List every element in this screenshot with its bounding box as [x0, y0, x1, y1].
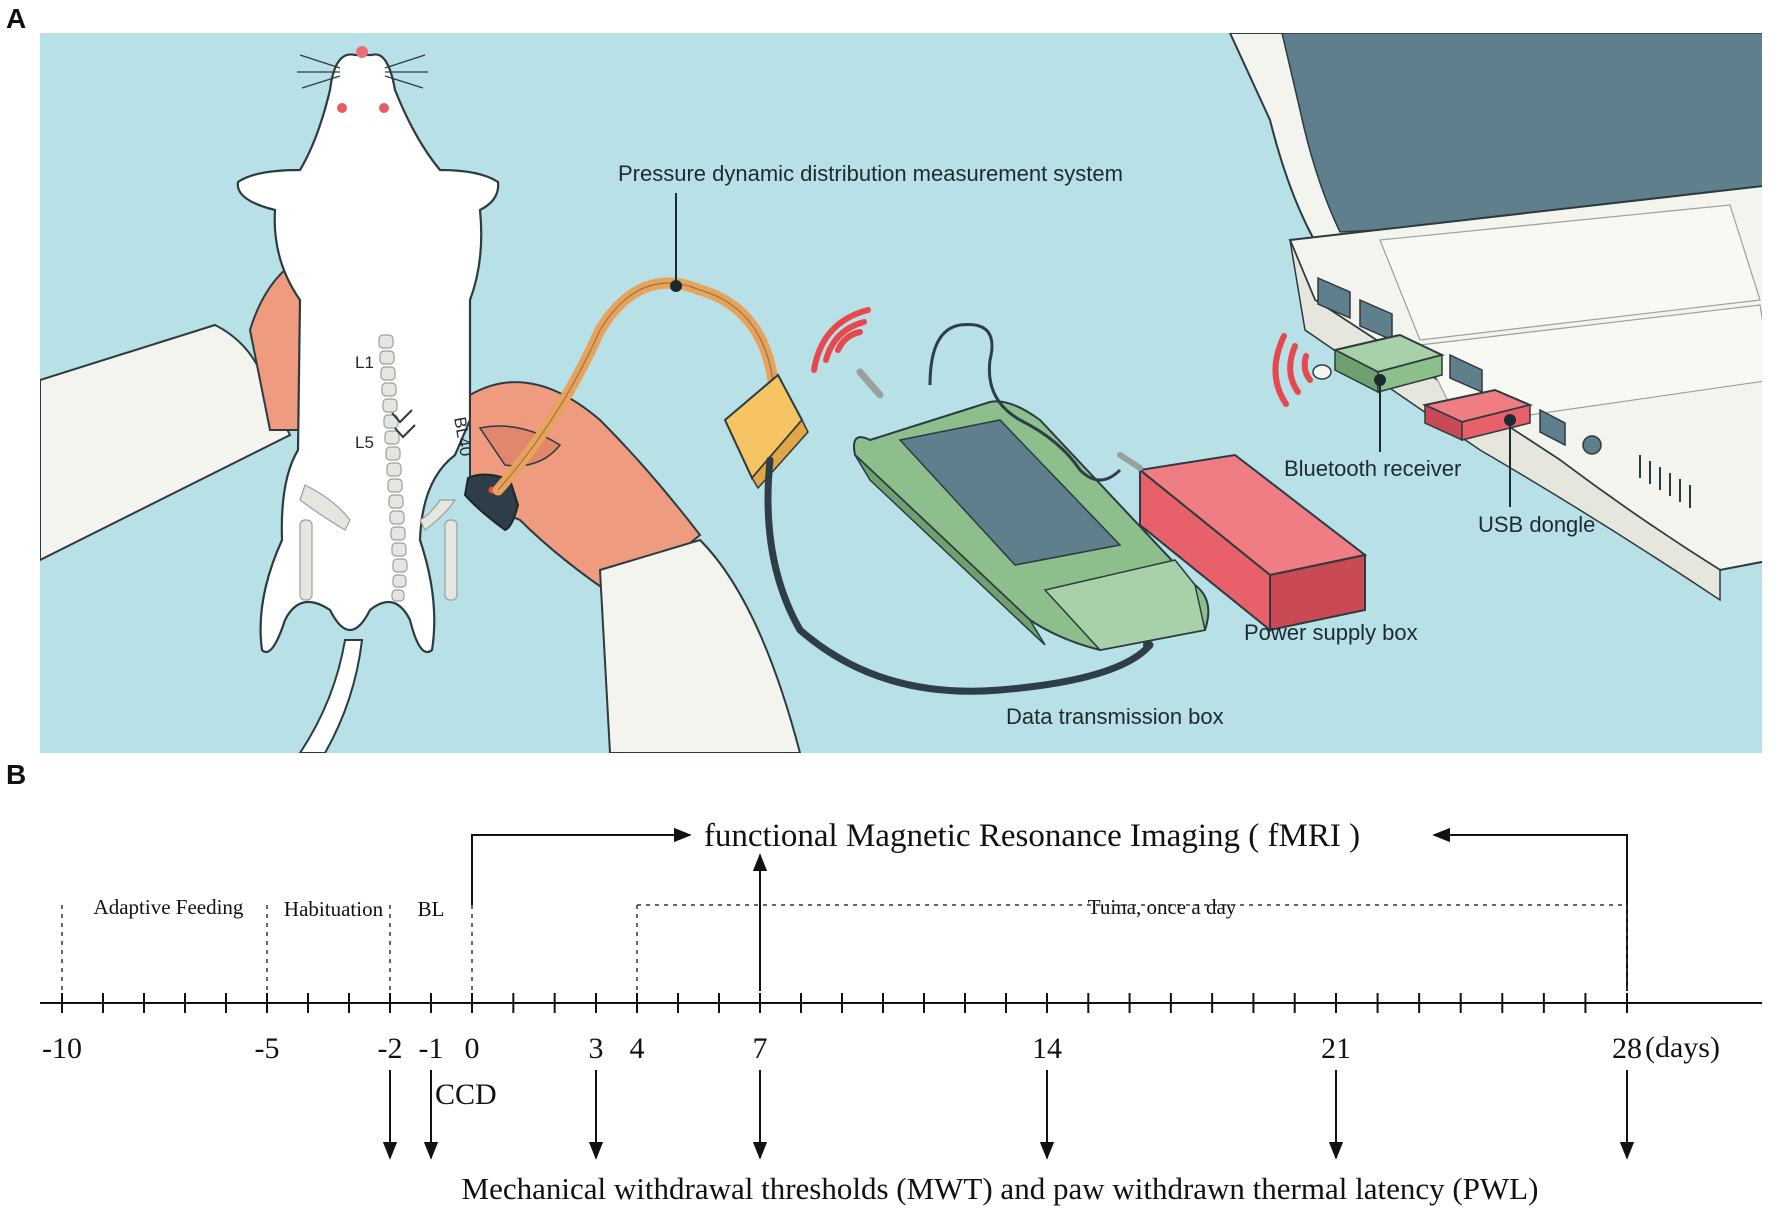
tick-label-neg5: -5	[255, 1032, 280, 1065]
power-supply-device	[1117, 452, 1368, 633]
axis-unit-label: (days)	[1645, 1031, 1720, 1064]
data-transmission-device	[853, 322, 1210, 652]
label-l1: L1	[355, 353, 374, 372]
laptop-ports	[1317, 276, 1566, 447]
laptop	[1228, 33, 1762, 602]
laptop-vent	[1639, 455, 1691, 508]
data-cable	[764, 456, 1154, 695]
label-usb-dongle: USB dongle	[1478, 512, 1595, 537]
phase-adaptive-feeding: Adaptive Feeding	[94, 895, 244, 919]
tick-label-21: 21	[1321, 1032, 1351, 1065]
panel-b-letter: B	[6, 759, 26, 790]
rat-nose	[356, 46, 368, 58]
ccd-label: CCD	[435, 1078, 497, 1111]
tick-label-28: 28	[1612, 1032, 1642, 1065]
tick-label-neg10: -10	[42, 1032, 82, 1065]
label-data-transmission-box: Data transmission box	[1006, 704, 1224, 729]
label-bluetooth-receiver: Bluetooth receiver	[1284, 456, 1461, 481]
rat-eye-left	[337, 103, 347, 113]
tick-label-14: 14	[1032, 1032, 1062, 1065]
rat-spine	[378, 334, 408, 602]
tick-label-0: 0	[465, 1032, 480, 1065]
usb-dongle	[1421, 388, 1534, 442]
rat-pelvis	[299, 484, 458, 601]
signal-waves-receiver	[1272, 333, 1313, 407]
timeline-ticks	[61, 993, 1628, 1013]
label-l5: L5	[355, 433, 374, 452]
tick-label-neg2: -2	[378, 1032, 403, 1065]
rat	[236, 46, 500, 753]
behavior-tests-label: Mechanical withdrawal thresholds (MWT) a…	[462, 1171, 1539, 1206]
bluetooth-receiver	[1312, 333, 1445, 394]
rat-eye-right	[379, 103, 389, 113]
rat-whiskers	[297, 54, 428, 89]
panel-a-letter: A	[6, 3, 26, 34]
label-power-supply-box: Power supply box	[1244, 620, 1418, 645]
tick-label-4: 4	[630, 1032, 645, 1065]
phase-boundary-lines	[61, 904, 1628, 991]
fmri-bracket	[471, 827, 1628, 991]
phase-habituation: Habituation	[284, 897, 384, 921]
phase-tuina: Tuina, once a day	[1088, 895, 1237, 919]
behavior-test-arrows	[382, 1070, 1635, 1160]
tick-label-neg1: -1	[419, 1032, 444, 1065]
right-sleeve	[598, 538, 802, 753]
signal-waves-device	[811, 307, 871, 373]
callout-leaders	[670, 193, 1516, 507]
tick-label-3: 3	[589, 1032, 604, 1065]
tick-label-7: 7	[753, 1032, 768, 1065]
phase-bl: BL	[418, 897, 445, 921]
label-pressure-system: Pressure dynamic distribution measuremen…	[618, 161, 1123, 186]
fmri-label: functional Magnetic Resonance Imaging ( …	[704, 818, 1360, 854]
